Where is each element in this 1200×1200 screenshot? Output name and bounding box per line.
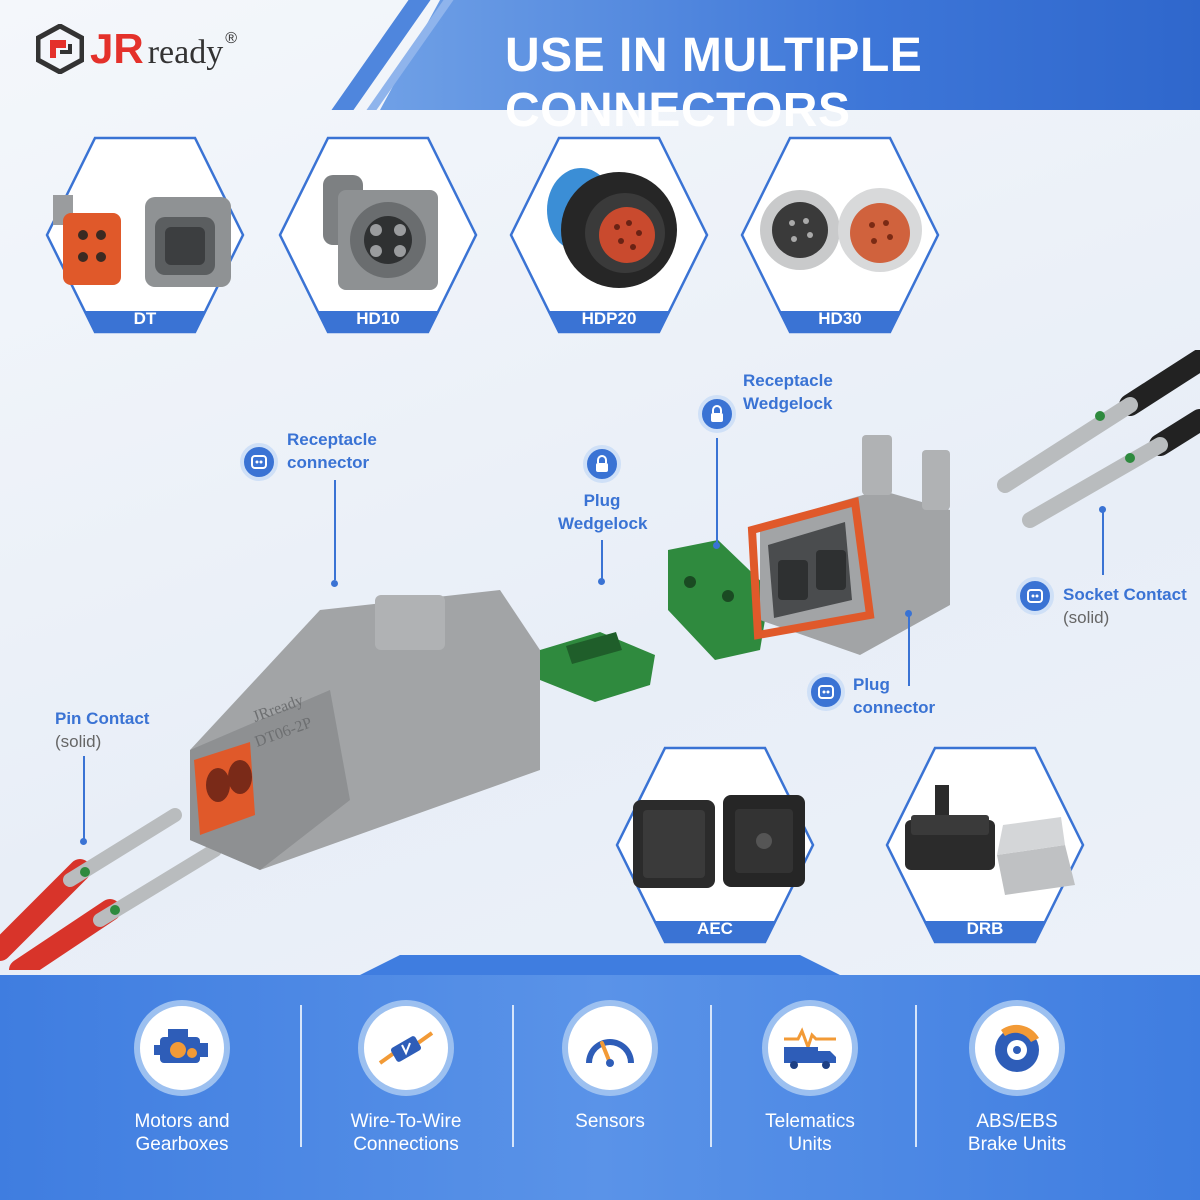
hdp20-connector-icon: [547, 168, 677, 288]
callout-line: [334, 480, 336, 580]
socket-contact-wires: [997, 350, 1200, 528]
application-motors: Motors and Gearboxes: [82, 1000, 282, 1156]
callout-dot: [905, 610, 912, 617]
brand-name-ready: ready: [147, 34, 224, 71]
application-sensors: Sensors: [510, 1000, 710, 1133]
callout-line: [83, 756, 85, 841]
application-brakes: ABS/EBS Brake Units: [917, 1000, 1117, 1156]
receptacle-wedgelock-part: [668, 540, 770, 660]
application-divider: [915, 1005, 917, 1147]
hex-card-drb: DRB: [885, 745, 1085, 945]
connector-icon: [1027, 589, 1043, 603]
brake-disc-icon: [995, 1024, 1039, 1072]
page-title: USE IN MULTIPLE CONNECTORS: [505, 29, 923, 137]
hd10-connector-icon: [323, 175, 438, 290]
callout-dot: [598, 578, 605, 585]
pin-contact-wires: [0, 808, 222, 970]
application-icon-circle: [969, 1000, 1065, 1096]
callout-pin-contact: Pin Contact (solid): [55, 709, 150, 751]
truck-telematics-icon: [784, 1027, 836, 1069]
application-divider: [710, 1005, 712, 1147]
hex-card-hd30: HD30: [740, 135, 940, 335]
callout-line: [1102, 510, 1104, 575]
hex-label: DRB: [966, 919, 1004, 938]
wire-connection-icon: [378, 1031, 434, 1065]
receptacle-connector-body: JRready DT06-2P: [190, 590, 540, 870]
hex-label: AEC: [697, 919, 733, 938]
hex-card-hd10: HD10: [278, 135, 478, 335]
callout-line: [601, 540, 603, 580]
hex-label: HDP20: [581, 309, 637, 328]
hex-label: HD10: [356, 309, 400, 328]
callout-receptacle-connector: Receptacle connector: [287, 430, 377, 472]
brand-name-jr: JR: [90, 25, 144, 72]
brand-logo-icon: [36, 24, 84, 74]
header-band: [380, 0, 1200, 110]
callout-line: [908, 614, 910, 686]
hex-card-dt: DT: [45, 135, 245, 335]
registered-mark: ®: [225, 30, 238, 47]
application-divider: [300, 1005, 302, 1147]
connector-icon: [818, 685, 834, 699]
connector-exploded-view: JRready DT06-2P: [0, 350, 1200, 970]
gauge-icon: [586, 1039, 634, 1067]
plug-wedgelock-badge: [583, 445, 621, 483]
callout-socket-contact: Socket Contact (solid): [1063, 585, 1187, 627]
application-telematics: Telematics Units: [710, 1000, 910, 1156]
hex-card-aec: AEC: [615, 745, 815, 945]
callout-dot: [1099, 506, 1106, 513]
plug-connector-body: [747, 435, 950, 655]
plug-wedgelock-part: [540, 632, 655, 702]
application-wire-to-wire: Wire-To-Wire Connections: [306, 1000, 506, 1156]
plug-connector-badge: [807, 673, 845, 711]
aec-connector-icon: [633, 795, 805, 888]
application-icon-circle: [358, 1000, 454, 1096]
application-icon-circle: [134, 1000, 230, 1096]
callout-dot: [713, 542, 720, 549]
engine-icon: [154, 1029, 208, 1063]
callout-dot: [331, 580, 338, 587]
callout-plug-connector: Plug connector: [853, 675, 936, 717]
dt-connector-icon: [53, 195, 231, 287]
drb-connector-icon: [905, 785, 1075, 895]
receptacle-connector-badge: [240, 443, 278, 481]
brand-logo: JR ready ®: [36, 24, 237, 74]
application-divider: [512, 1005, 514, 1147]
hex-label: DT: [133, 309, 157, 328]
connector-icon: [251, 455, 267, 469]
callout-receptacle-wedgelock: Receptacle Wedgelock: [743, 371, 833, 413]
hex-label: HD30: [818, 309, 862, 328]
application-icon-circle: [762, 1000, 858, 1096]
callout-plug-wedgelock: Plug Wedgelock: [558, 491, 648, 533]
application-icon-circle: [562, 1000, 658, 1096]
hex-card-hdp20: HDP20: [509, 135, 709, 335]
callout-dot: [80, 838, 87, 845]
hd30-connector-icon: [760, 188, 922, 272]
callout-line: [716, 438, 718, 543]
receptacle-wedgelock-badge: [698, 395, 736, 433]
socket-contact-badge: [1016, 577, 1054, 615]
lock-icon: [596, 455, 608, 472]
lock-icon: [711, 405, 723, 422]
